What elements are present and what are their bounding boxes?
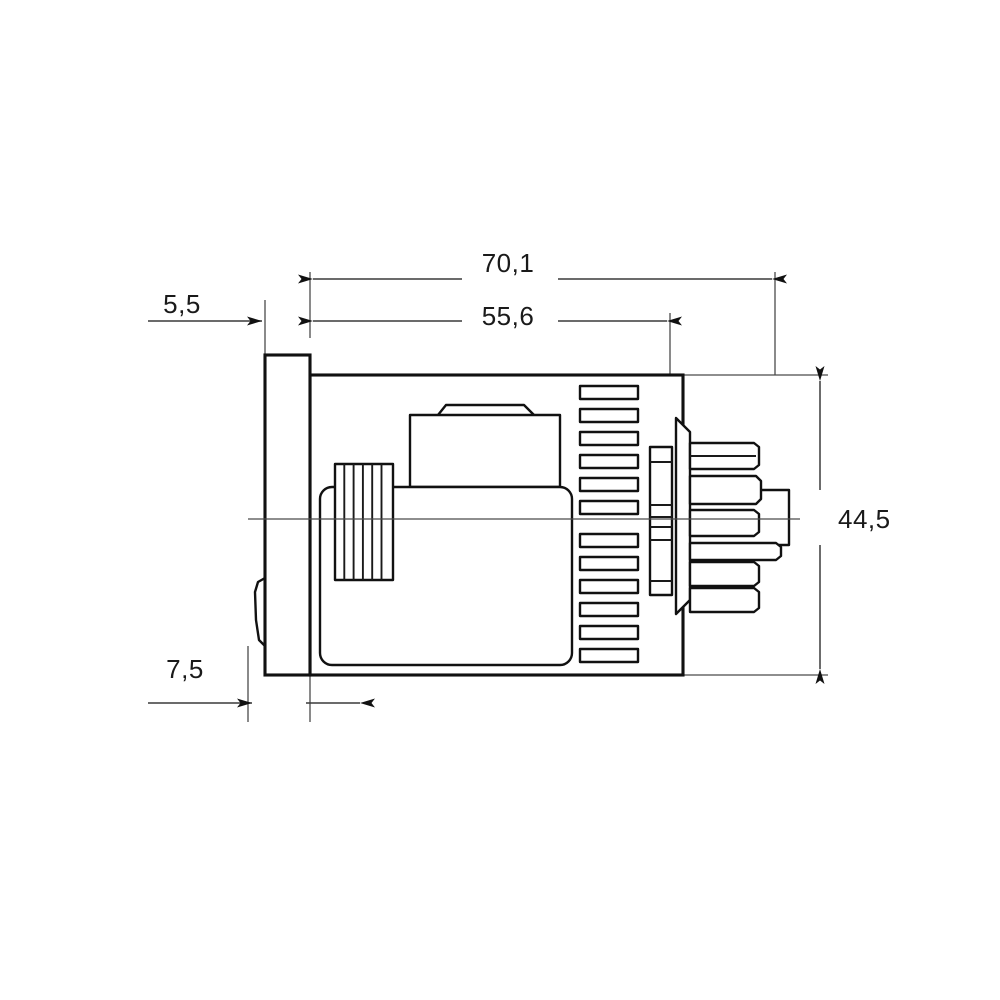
vent-slot	[578, 430, 640, 447]
vent-slot	[578, 453, 640, 470]
dimension-bezel-thickness: 7,5	[148, 646, 375, 722]
pin-2-bracket	[761, 488, 791, 547]
vent-slot	[578, 407, 640, 424]
terminal-pin-3	[688, 508, 761, 538]
terminal-pin-1	[688, 441, 761, 471]
front-mounting-bezel	[263, 353, 312, 677]
vent-slot	[578, 578, 640, 595]
terminal-pin-6	[688, 586, 761, 614]
dimension-label-body-height: 44,5	[838, 504, 891, 534]
dimension-overall-length: 70,1	[298, 248, 787, 375]
vent-slot	[578, 499, 640, 516]
dimension-label-bezel-thickness: 7,5	[166, 654, 204, 684]
vent-slot	[578, 601, 640, 618]
vent-slot	[578, 647, 640, 664]
rear-socket-flange	[674, 416, 692, 616]
dimension-body-length: 55,6	[298, 301, 682, 375]
dimension-bezel-offset: 5,5	[148, 289, 266, 355]
clip-profile	[253, 576, 266, 647]
dimension-body-height: 44,5	[683, 366, 891, 684]
coil-block-tab	[437, 403, 535, 416]
vent-slot	[578, 476, 640, 493]
dimension-label-overall-length: 70,1	[482, 248, 535, 278]
terminal-pin-4	[688, 541, 783, 562]
vent-slot	[578, 624, 640, 641]
terminal-pin-array	[688, 441, 791, 614]
vent-slot	[578, 555, 640, 572]
dimension-label-bezel-offset: 5,5	[163, 289, 201, 319]
internal-coil-block	[408, 403, 562, 489]
narrow-contact-strip	[648, 445, 674, 597]
dimension-label-body-length: 55,6	[482, 301, 535, 331]
vent-slot	[578, 384, 640, 401]
vent-slot	[578, 532, 640, 549]
terminal-pin-5	[688, 560, 761, 588]
ribbed-test-knob	[333, 462, 395, 582]
bezel-retaining-clip	[253, 576, 266, 647]
lower-block-profile	[318, 485, 574, 667]
ventilation-slot-column	[578, 384, 640, 664]
